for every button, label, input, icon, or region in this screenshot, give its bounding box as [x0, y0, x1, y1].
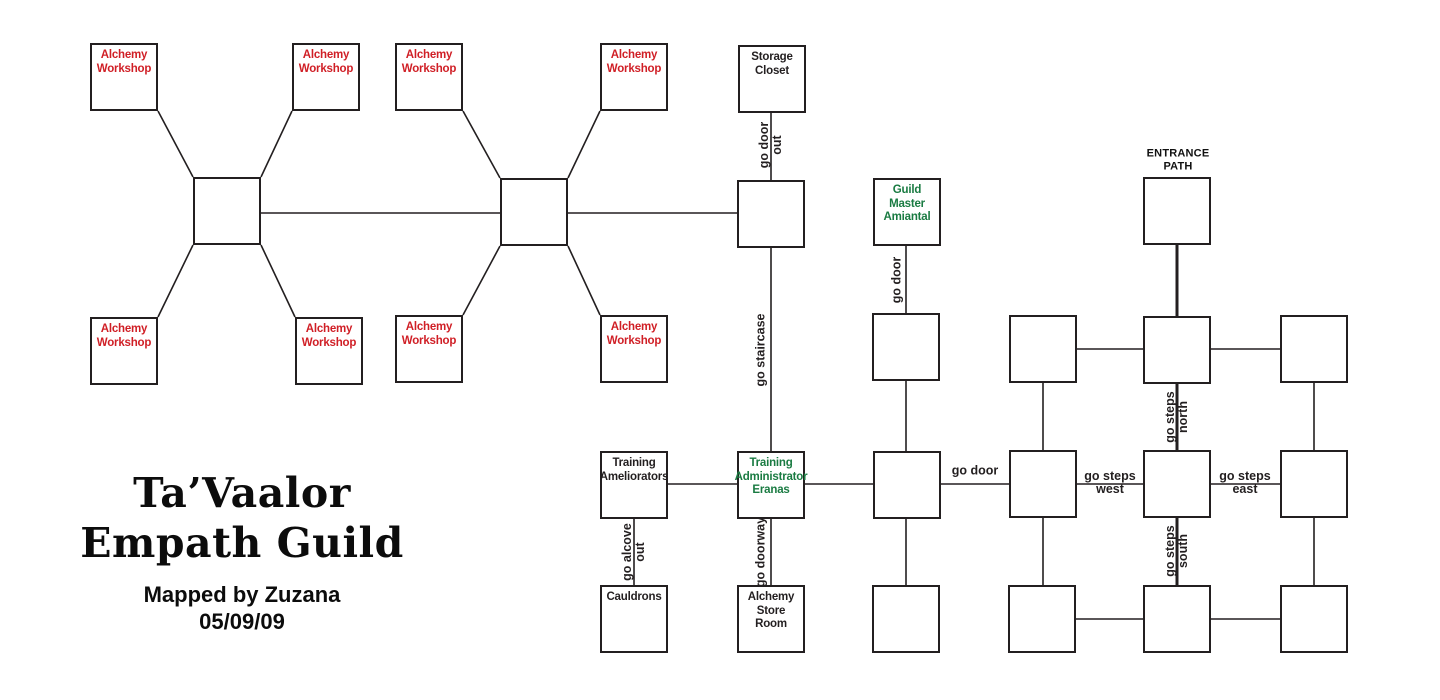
room-staircase-landing — [737, 180, 805, 248]
room-grid-east — [1280, 450, 1348, 518]
room-entrance — [1143, 177, 1211, 245]
room-grid-northwest — [1009, 315, 1077, 383]
room-hall-south — [872, 585, 940, 653]
room-cauldrons: Cauldrons — [600, 585, 668, 653]
connector-line — [157, 110, 194, 178]
connector-line — [567, 245, 601, 316]
edge-label-go-doorway: go doorway — [753, 516, 768, 588]
room-label: Cauldrons — [606, 591, 662, 603]
edge-label-go-door-hall: go door — [951, 463, 999, 478]
room-grid-south — [1143, 585, 1211, 653]
room-grid-west — [1009, 450, 1077, 518]
map-date: 05/09/09 — [199, 609, 285, 634]
connector-line — [567, 110, 601, 179]
edge-label-go-staircase: go staircase — [753, 313, 768, 387]
connector-line — [462, 110, 501, 179]
room-hub-west — [193, 177, 261, 245]
room-grid-northeast — [1280, 315, 1348, 383]
map-title-line2: Empath Guild — [80, 519, 404, 567]
map-title-line1: Ta’Vaalor — [133, 469, 351, 517]
edge-label-go-door-guild-master: go door — [889, 256, 904, 304]
connector-line — [260, 110, 293, 178]
room-grid-center — [1143, 450, 1211, 518]
room-hub-east — [500, 178, 568, 246]
room-hall-center — [873, 451, 941, 519]
connector-line — [260, 244, 296, 318]
room-grid-southeast — [1280, 585, 1348, 653]
connector-line — [157, 244, 194, 318]
map-title-block: Ta’Vaalor Empath Guild Mapped by Zuzana … — [41, 468, 443, 635]
connector-line — [462, 245, 501, 316]
room-guild-master-anteroom — [872, 313, 940, 381]
map-credit: Mapped by Zuzana — [143, 582, 341, 607]
room-grid-north — [1143, 316, 1211, 384]
room-grid-southwest — [1008, 585, 1076, 653]
